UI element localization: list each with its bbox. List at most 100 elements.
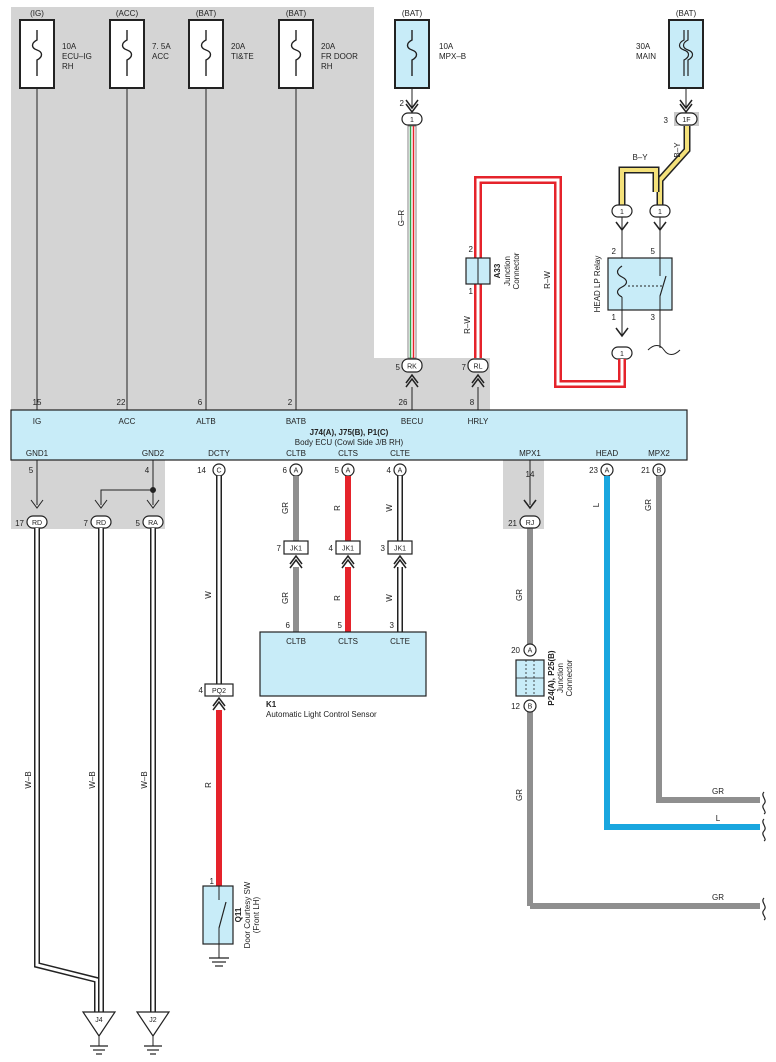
svg-text:1: 1 (620, 351, 624, 358)
svg-text:R: R (333, 505, 342, 511)
svg-text:C: C (216, 468, 221, 475)
svg-text:ECU–IG: ECU–IG (62, 52, 92, 61)
wire-label-wb1: W–B (24, 771, 33, 788)
svg-text:A: A (605, 468, 610, 475)
svg-text:2: 2 (469, 245, 474, 254)
svg-text:HEAD LP Relay: HEAD LP Relay (593, 256, 602, 313)
svg-text:BATB: BATB (286, 417, 306, 426)
ecu-top-pins: 15 22 6 2 26 8 (33, 398, 475, 407)
svg-text:W: W (204, 591, 213, 599)
connector-jk1-c: 3 JK1 (381, 540, 413, 569)
svg-text:GR: GR (281, 592, 290, 604)
svg-text:GR: GR (515, 589, 524, 601)
svg-text:HRLY: HRLY (468, 417, 489, 426)
svg-text:JK1: JK1 (394, 546, 406, 553)
svg-text:B–Y: B–Y (673, 142, 682, 158)
wire-cltb: GR GR (281, 476, 299, 632)
svg-text:4: 4 (145, 466, 150, 475)
svg-text:B–Y: B–Y (632, 153, 648, 162)
svg-text:1: 1 (469, 287, 474, 296)
svg-text:(Front LH): (Front LH) (252, 896, 261, 933)
svg-text:J74(A), J75(B), P1(C): J74(A), J75(B), P1(C) (310, 428, 389, 437)
svg-text:GR: GR (712, 893, 724, 902)
fuse-ti-te: (BAT) 20A TI&TE (188, 9, 254, 89)
svg-text:(BAT): (BAT) (402, 9, 423, 18)
svg-text:GR: GR (515, 789, 524, 801)
connector-relay-in-1: 1 (611, 204, 633, 258)
svg-text:Connector: Connector (565, 659, 574, 696)
fuse-fr-door-rh: (BAT) 20A FR DOOR RH (278, 9, 358, 89)
connector-jk1-a: 7 JK1 (277, 540, 309, 569)
connector-jk1-b: 4 JK1 (329, 540, 361, 569)
relay-terminal-1 (615, 310, 629, 338)
svg-text:L: L (592, 502, 601, 507)
svg-text:1: 1 (612, 313, 617, 322)
wire-r-w-loop: R–W (474, 176, 626, 388)
connector-relay-out: 1 (611, 346, 633, 360)
svg-text:JK1: JK1 (342, 546, 354, 553)
svg-text:MPX–B: MPX–B (439, 52, 466, 61)
svg-text:Connector: Connector (512, 252, 521, 289)
svg-text:A: A (528, 648, 533, 655)
shaded-region-upper (11, 7, 490, 410)
svg-text:W: W (385, 594, 394, 602)
svg-text:1: 1 (620, 209, 624, 216)
svg-text:J4: J4 (95, 1017, 103, 1024)
svg-text:Body ECU (Cowl Side J/B RH): Body ECU (Cowl Side J/B RH) (295, 438, 404, 447)
continuation-marks (762, 791, 766, 921)
svg-text:7: 7 (462, 363, 467, 372)
connector-relay-in-2: 1 (649, 204, 671, 258)
svg-text:Q11: Q11 (234, 907, 243, 922)
svg-text:MAIN: MAIN (636, 52, 656, 61)
svg-text:4: 4 (329, 544, 334, 553)
svg-text:21: 21 (641, 466, 650, 475)
wire-g-r: G–R (397, 88, 417, 359)
door-courtesy-switch: 1 Q11 Door Courtesy SW (Front LH) (202, 877, 261, 967)
svg-text:3: 3 (664, 116, 669, 125)
svg-text:RH: RH (321, 62, 333, 71)
svg-text:RJ: RJ (526, 520, 535, 527)
svg-text:TI&TE: TI&TE (231, 52, 254, 61)
svg-text:ACC: ACC (152, 52, 169, 61)
svg-text:(BAT): (BAT) (286, 9, 307, 18)
svg-text:10A: 10A (439, 42, 454, 51)
svg-text:22: 22 (117, 398, 126, 407)
svg-text:1: 1 (210, 877, 215, 886)
svg-text:J2: J2 (149, 1017, 157, 1024)
fuse-main: (BAT) 30A MAIN (636, 9, 704, 89)
svg-text:21: 21 (508, 519, 517, 528)
svg-text:CLTS: CLTS (338, 637, 358, 646)
svg-text:FR DOOR: FR DOOR (321, 52, 358, 61)
wire-mpx2: GR GR (644, 476, 760, 803)
svg-text:(ACC): (ACC) (116, 9, 139, 18)
wire-label-wb3: W–B (140, 771, 149, 788)
svg-text:5: 5 (29, 466, 34, 475)
fuse-ecu-ig: (IG) 10A ECU–IG RH (19, 9, 92, 89)
junction-p24-p25: 20 A 12 B P24(A), P25(B) Junction Connec… (511, 643, 574, 713)
svg-text:7: 7 (277, 544, 282, 553)
svg-text:3: 3 (381, 544, 386, 553)
svg-text:GR: GR (644, 499, 653, 511)
svg-text:DCTY: DCTY (208, 449, 230, 458)
svg-text:23: 23 (589, 466, 598, 475)
svg-text:(BAT): (BAT) (196, 9, 217, 18)
connector-rk: 5 RK (396, 358, 423, 410)
svg-text:GR: GR (712, 787, 724, 796)
svg-text:R–W: R–W (543, 271, 552, 289)
fuse-mpx-b: (BAT) 10A MPX–B (394, 9, 466, 89)
svg-text:JK1: JK1 (290, 546, 302, 553)
svg-text:RH: RH (62, 62, 74, 71)
svg-text:R: R (333, 595, 342, 601)
svg-text:G–R: G–R (397, 210, 406, 227)
wire-label-wb2: W–B (88, 771, 97, 788)
svg-text:RL: RL (474, 364, 483, 371)
svg-text:1: 1 (658, 209, 662, 216)
svg-text:ALTB: ALTB (196, 417, 215, 426)
svg-text:Door Courtesy SW: Door Courtesy SW (243, 881, 252, 948)
svg-text:20A: 20A (231, 42, 246, 51)
svg-text:10A: 10A (62, 42, 77, 51)
svg-text:MPX2: MPX2 (648, 449, 670, 458)
svg-text:5: 5 (651, 247, 656, 256)
svg-text:W: W (385, 504, 394, 512)
svg-text:HEAD: HEAD (596, 449, 618, 458)
